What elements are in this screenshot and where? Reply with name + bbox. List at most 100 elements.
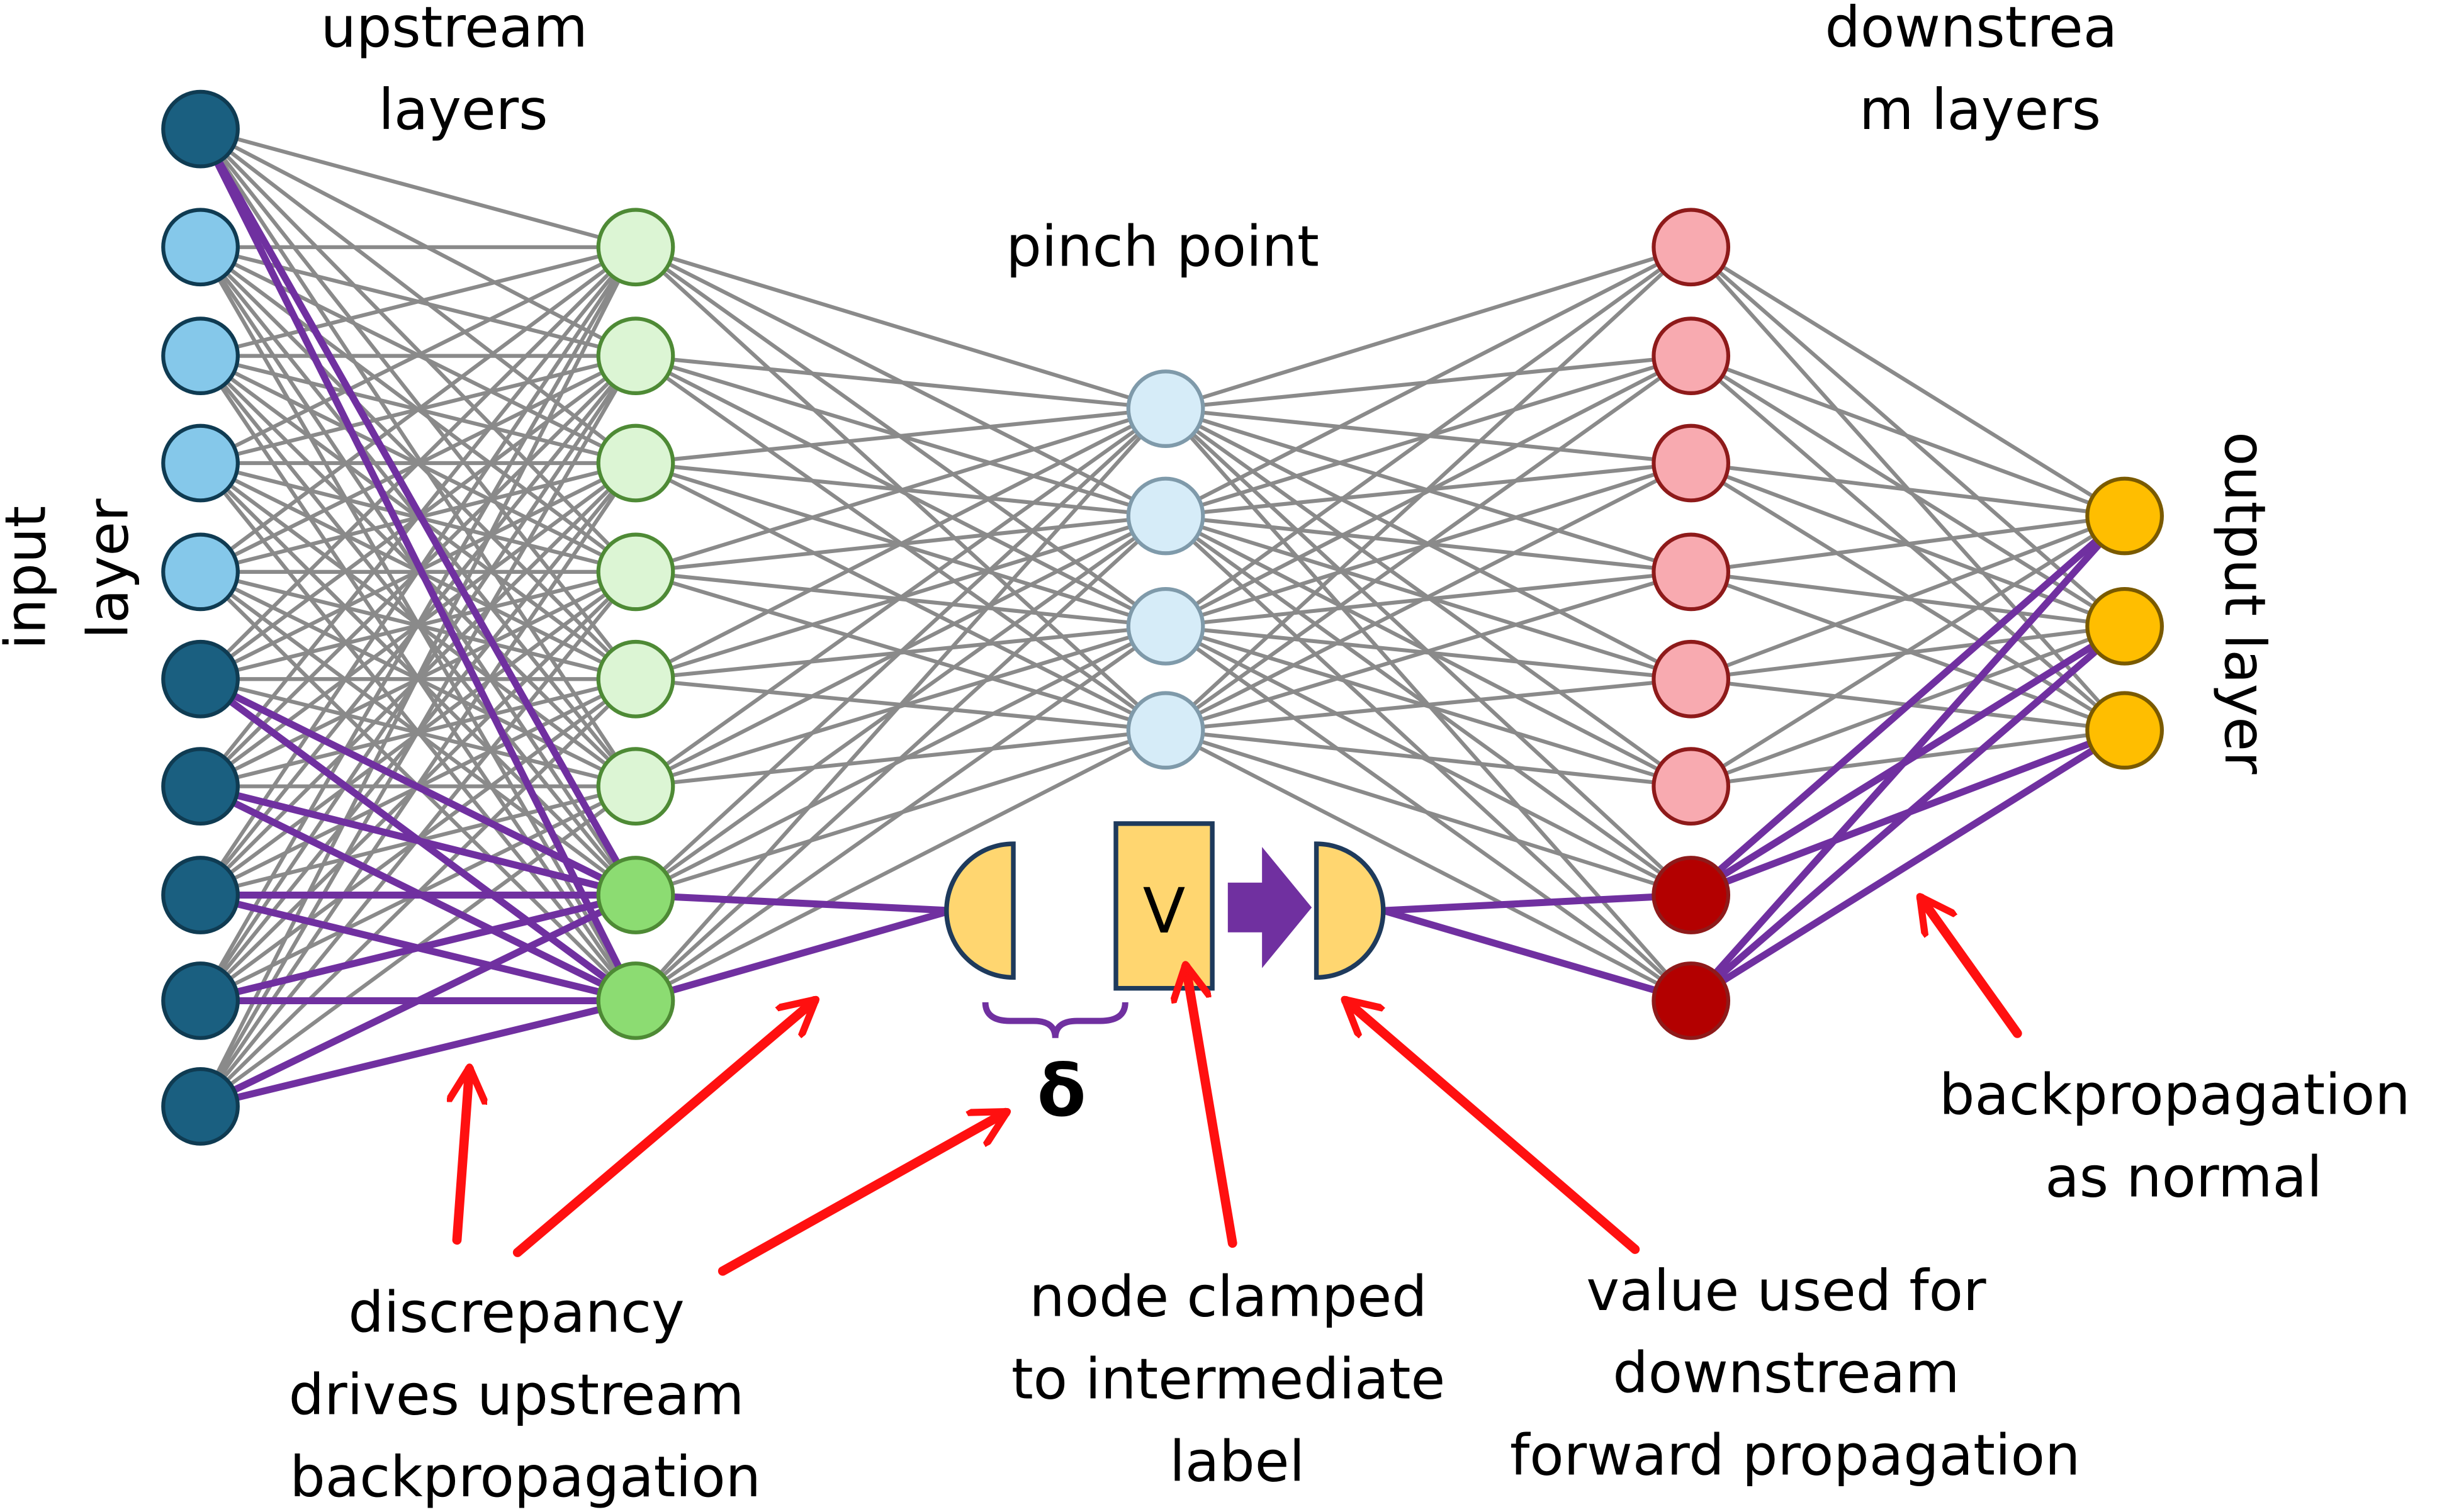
pinch-node	[1126, 691, 1205, 770]
edge-pinch-hidden2	[1163, 245, 1693, 411]
edge-backprop-hidden2-output	[1687, 512, 2129, 1004]
forward-arrow	[1227, 846, 1312, 968]
edge-pinch-hidden2	[1163, 624, 1693, 897]
edge-backprop-input-hidden1	[196, 997, 639, 1110]
edge-hidden1-pinch	[633, 245, 1168, 411]
edge-hidden1-pinch	[633, 406, 1168, 574]
input-node	[161, 747, 240, 826]
edge-input-hidden1	[198, 127, 638, 681]
edge-forward-clamp-hidden2	[1380, 907, 1695, 1004]
input-node	[161, 961, 240, 1040]
upstream-hidden-node	[596, 208, 675, 287]
edge-hidden1-pinch	[633, 406, 1168, 681]
edge-hidden2-output	[1689, 461, 2127, 518]
edge-backprop-hidden2-output	[1687, 512, 2129, 899]
edge-pinch-hidden2	[1163, 569, 1693, 629]
edge-input-hidden1	[198, 245, 638, 1109]
edge-hidden2-output	[1689, 513, 2127, 788]
upstream-hidden-node	[596, 747, 675, 826]
arrow-to-output-edges	[1921, 898, 2022, 1038]
downstream-hidden-node	[1652, 316, 1731, 395]
discrepancy-annotation: discrepancy drives upstream backpropagat…	[289, 1279, 762, 1509]
upstream-layers-label: upstream layers	[321, 0, 605, 142]
edge-hidden2-output	[1689, 513, 2127, 681]
edge-input-hidden1	[198, 245, 638, 574]
purple-backprop-connections	[196, 125, 2129, 1110]
edge-pinch-hidden2	[1163, 728, 1693, 897]
edge-input-hidden1	[198, 245, 638, 1003]
edge-pinch-hidden2	[1163, 461, 1693, 732]
edge-hidden1-pinch	[633, 406, 1168, 466]
input-node	[161, 89, 240, 169]
edge-backprop-hidden2-output	[1687, 622, 2129, 1004]
delta-symbol: δ	[1037, 1050, 1086, 1133]
input-node	[161, 532, 240, 612]
edge-backprop-hidden1-clamp	[632, 891, 955, 914]
edge-input-hidden1	[198, 245, 638, 681]
clamp-value-box	[1113, 821, 1215, 991]
input-node	[161, 423, 240, 503]
edge-backprop-input-hidden1	[196, 891, 639, 1110]
input-node	[161, 208, 240, 287]
upstream-hidden-node	[596, 639, 675, 719]
output-node	[2085, 476, 2164, 556]
edge-pinch-hidden2	[1163, 569, 1693, 732]
backprop-normal-annotation: backpropagation as normal	[1939, 1062, 2428, 1210]
edge-hidden1-pinch	[633, 513, 1168, 1003]
left-half-node	[944, 841, 1016, 980]
upstream-hidden-node	[596, 856, 675, 934]
clamped-annotation: node clamped to intermediate label	[1011, 1264, 1463, 1494]
pinch-node	[1126, 586, 1205, 666]
edge-input-hidden1	[198, 245, 638, 466]
downstream-hidden-node	[1652, 961, 1731, 1040]
edge-backprop-input-hidden1	[196, 783, 639, 899]
edge-hidden1-pinch	[633, 406, 1168, 788]
input-node	[161, 856, 240, 934]
input-node	[161, 1067, 240, 1146]
edge-hidden1-pinch	[633, 728, 1168, 1003]
downstream-hidden-node	[1652, 639, 1731, 719]
downstream-hidden-node	[1652, 208, 1731, 287]
upstream-hidden-node	[596, 316, 675, 395]
edge-hidden1-pinch	[633, 624, 1168, 1003]
output-node	[2085, 586, 2164, 666]
arrow-to-pinch-edges	[512, 1000, 814, 1257]
right-half-node	[1314, 841, 1386, 980]
arrow-to-delta	[718, 1107, 1005, 1276]
upstream-hidden-node	[596, 532, 675, 612]
edge-hidden1-pinch	[633, 354, 1168, 411]
edge-hidden2-output	[1689, 354, 2127, 518]
edge-backprop-input-hidden1	[196, 891, 639, 1004]
edge-input-hidden1	[198, 127, 638, 788]
output-node	[2085, 691, 2164, 770]
downstream-hidden-node	[1652, 747, 1731, 826]
input-layer-label: input layer	[0, 488, 140, 649]
edge-backprop-input-hidden1	[196, 125, 639, 899]
pinch-node	[1126, 369, 1205, 448]
edge-pinch-hidden2	[1163, 677, 1693, 732]
edge-hidden1-pinch	[633, 406, 1168, 897]
downstream-hidden-node	[1652, 423, 1731, 503]
pinch-node	[1126, 476, 1205, 556]
downstream-hidden-node	[1652, 532, 1731, 612]
downstream-layers-label: downstrea m layers	[1825, 0, 2136, 142]
annotation-arrows	[457, 898, 2022, 1276]
clamp-value-label: V	[1143, 875, 1186, 948]
edge-backprop-hidden1-clamp	[632, 907, 955, 1004]
value-used-annotation: value used for downstream forward propag…	[1510, 1258, 2080, 1488]
edge-pinch-hidden2	[1163, 354, 1693, 732]
arrow-to-clamp-box	[1186, 966, 1237, 1248]
input-node	[161, 639, 240, 719]
upstream-hidden-node	[596, 961, 675, 1040]
output-layer-label: output layer	[2212, 432, 2278, 775]
edge-pinch-hidden2	[1163, 245, 1693, 518]
edge-backprop-input-hidden1	[196, 675, 639, 899]
delta-brace	[982, 1002, 1128, 1039]
input-node	[161, 316, 240, 395]
edge-backprop-hidden2-output	[1687, 727, 2129, 1004]
edge-pinch-hidden2	[1163, 728, 1693, 1003]
edge-forward-clamp-hidden2	[1380, 891, 1695, 914]
edge-backprop-input-hidden1	[196, 125, 639, 1004]
edge-hidden2-output	[1689, 245, 2127, 518]
pinch-point-label: pinch point	[1006, 213, 1319, 279]
